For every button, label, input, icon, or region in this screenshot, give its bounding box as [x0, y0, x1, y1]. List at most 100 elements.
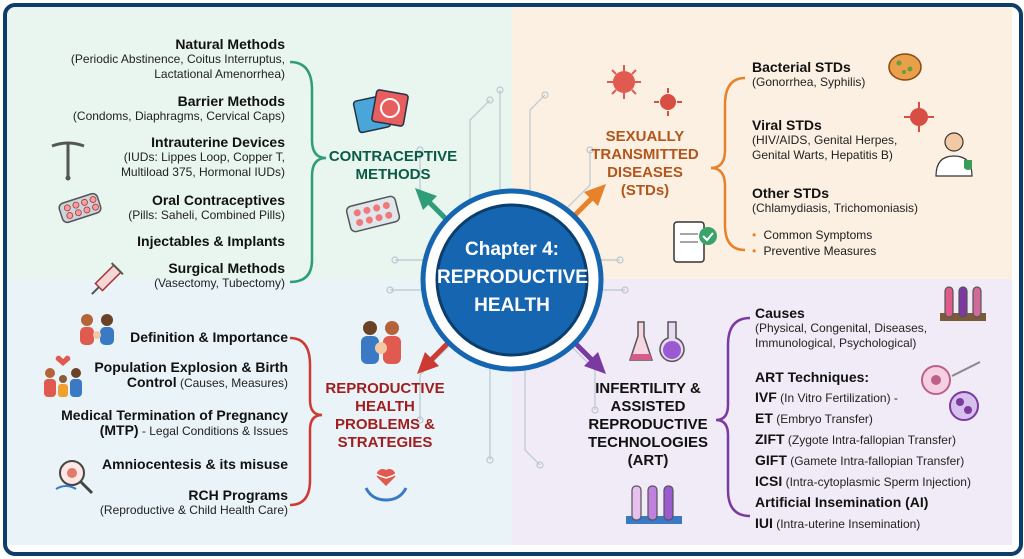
rh-title-line3: PROBLEMS &	[334, 416, 435, 433]
item-detail: (Reproductive & Child Health Care)	[99, 503, 288, 517]
item-detail: Genital Warts, Hepatitis B)	[752, 148, 893, 162]
std-title-line4: (STDs)	[620, 182, 670, 199]
item-title: Oral Contraceptives	[151, 192, 285, 208]
item-title: (MTP)	[99, 422, 139, 438]
contraceptive-item-injectables: Injectables & Implants	[90, 234, 285, 249]
item-detail: Multiload 375, Hormonal IUDs)	[120, 165, 285, 179]
item-title: Amniocentesis & its misuse	[102, 456, 288, 472]
condom-packets-icon	[352, 89, 409, 134]
test-tubes-icon	[940, 286, 986, 321]
item-title: Definition & Importance	[130, 329, 288, 345]
population-family-icon	[44, 355, 82, 397]
item-detail: (Vasectomy, Tubectomy)	[154, 276, 285, 290]
technique-iui: IUI (Intra-uterine Insemination)	[755, 513, 1005, 534]
technique-full: (Intra-uterine Insemination)	[772, 517, 921, 531]
technique-full: (Gamete Intra-fallopian Transfer)	[786, 454, 965, 468]
technique-gift: GIFT (Gamete Intra-fallopian Transfer)	[755, 450, 1005, 471]
pill-pack-icon	[58, 192, 102, 224]
technique-full: (Zygote Intra-fallopian Transfer)	[784, 433, 956, 447]
std-title-line2: TRANSMITTED	[591, 146, 699, 163]
item-title: Intrauterine Devices	[151, 134, 285, 150]
item-title: Medical Termination of Pregnancy	[61, 407, 288, 423]
item-title: Other STDs	[752, 185, 830, 201]
doctor-icon	[935, 132, 973, 177]
bullet-text: Preventive Measures	[763, 244, 877, 258]
center-title-line1: Chapter 4:	[465, 239, 559, 260]
item-detail: (Pills: Saheli, Combined Pills)	[128, 208, 285, 222]
item-title: Natural Methods	[175, 36, 285, 52]
pill-strip-icon	[345, 195, 401, 233]
item-title: Surgical Methods	[168, 260, 285, 276]
rh-title-line1: REPRODUCTIVE	[325, 380, 445, 397]
contraceptive-title: CONTRACEPTIVE METHODS	[320, 148, 466, 184]
technique-abbr: IUI	[755, 515, 773, 531]
item-detail: Lactational Amenorrhea)	[154, 67, 285, 81]
art-techniques: ART Techniques: IVF (In Vitro Fertilizat…	[755, 367, 1005, 534]
item-detail: (Chlamydiasis, Trichomoniasis)	[752, 201, 919, 215]
quadrant-contraceptive-bg	[7, 7, 512, 279]
technique-abbr: ICSI	[755, 473, 783, 489]
virus-small-icon	[654, 88, 682, 116]
technique-abbr: ZIFT	[755, 431, 785, 447]
contraceptive-item-barrier: Barrier Methods (Condoms, Diaphragms, Ce…	[20, 94, 285, 124]
std-bullet-prevention: • Preventive Measures	[752, 244, 952, 259]
item-title: Viral STDs	[752, 117, 822, 133]
center-title-line2: REPRODUCTIVE	[437, 267, 588, 288]
technique-abbr: GIFT	[755, 452, 787, 468]
virus-icon	[607, 65, 641, 99]
magnifier-fetus-icon	[55, 460, 94, 495]
virus-red-icon	[904, 102, 934, 132]
technique-abbr: IVF	[755, 389, 777, 405]
center-title: Chapter 4: REPRODUCTIVE HEALTH	[437, 236, 588, 320]
item-detail: Immunological, Psychological)	[755, 336, 917, 350]
hands-heart-icon	[364, 468, 408, 502]
rh-title: REPRODUCTIVE HEALTH PROBLEMS & STRATEGIE…	[318, 380, 452, 452]
technique-et: ET (Embryo Transfer)	[755, 408, 1005, 429]
technique-full: (In Vitro Fertilization) -	[776, 391, 898, 405]
technique-icsi: ICSI (Intra-cytoplasmic Sperm Injection)	[755, 471, 1005, 492]
std-bullet-symptoms: • Common Symptoms	[752, 228, 952, 243]
center-circle	[435, 203, 589, 357]
technique-abbr: ET	[755, 410, 773, 426]
art-causes: Causes (Physical, Congenital, Diseases, …	[755, 306, 955, 351]
quadrant-art-bg	[512, 279, 1012, 545]
art-title-line5: (ART)	[627, 452, 669, 469]
std-title-line1: SEXUALLY	[605, 128, 685, 145]
techniques-title: ART Techniques:	[755, 369, 870, 385]
item-title: Bacterial STDs	[752, 59, 851, 75]
center-title-line3: HEALTH	[474, 295, 550, 316]
rh-item-population: Population Explosion & Birth Control (Ca…	[80, 360, 288, 391]
bullet-icon: •	[752, 244, 757, 258]
item-title: Barrier Methods	[177, 93, 285, 109]
rh-item-amniocentesis: Amniocentesis & its misuse	[88, 457, 288, 472]
std-title: SEXUALLY TRANSMITTED DISEASES (STDs)	[580, 128, 710, 200]
bullet-icon: •	[752, 228, 757, 242]
std-item-other: Other STDs (Chlamydiasis, Trichomoniasis…	[752, 186, 972, 216]
item-detail: (Physical, Congenital, Diseases,	[755, 321, 928, 335]
item-title: Injectables & Implants	[137, 233, 285, 249]
item-title: Population Explosion & Birth	[94, 359, 288, 375]
technique-full: (Intra-cytoplasmic Sperm Injection)	[782, 475, 971, 489]
item-title: Causes	[755, 305, 805, 321]
parents-child-icon	[361, 321, 401, 364]
item-detail: - Legal Conditions & Issues	[138, 424, 288, 438]
technique-full: (Embryo Transfer)	[772, 412, 873, 426]
rh-item-definition: Definition & Importance	[88, 330, 288, 345]
contraceptive-item-surgical: Surgical Methods (Vasectomy, Tubectomy)	[90, 261, 285, 291]
rh-brace	[289, 336, 323, 507]
bullet-text: Common Symptoms	[763, 228, 873, 242]
contraceptive-item-natural: Natural Methods (Periodic Abstinence, Co…	[20, 37, 285, 82]
item-detail: (HIV/AIDS, Genital Herpes,	[752, 133, 898, 147]
technique-abbr: Artificial Insemination (AI)	[755, 494, 929, 510]
item-detail: (Condoms, Diaphragms, Cervical Caps)	[72, 109, 285, 123]
art-title: INFERTILITY & ASSISTED REPRODUCTIVE TECH…	[580, 380, 716, 470]
rh-item-mtp: Medical Termination of Pregnancy (MTP) -…	[20, 408, 288, 439]
technique-zift: ZIFT (Zygote Intra-fallopian Transfer)	[755, 429, 1005, 450]
contraceptive-brace	[289, 60, 327, 284]
clipboard-check-icon	[673, 221, 717, 263]
contraceptive-item-oral: Oral Contraceptives (Pills: Saheli, Comb…	[90, 193, 285, 223]
rh-title-line2: HEALTH	[355, 398, 415, 415]
art-brace	[715, 316, 751, 518]
